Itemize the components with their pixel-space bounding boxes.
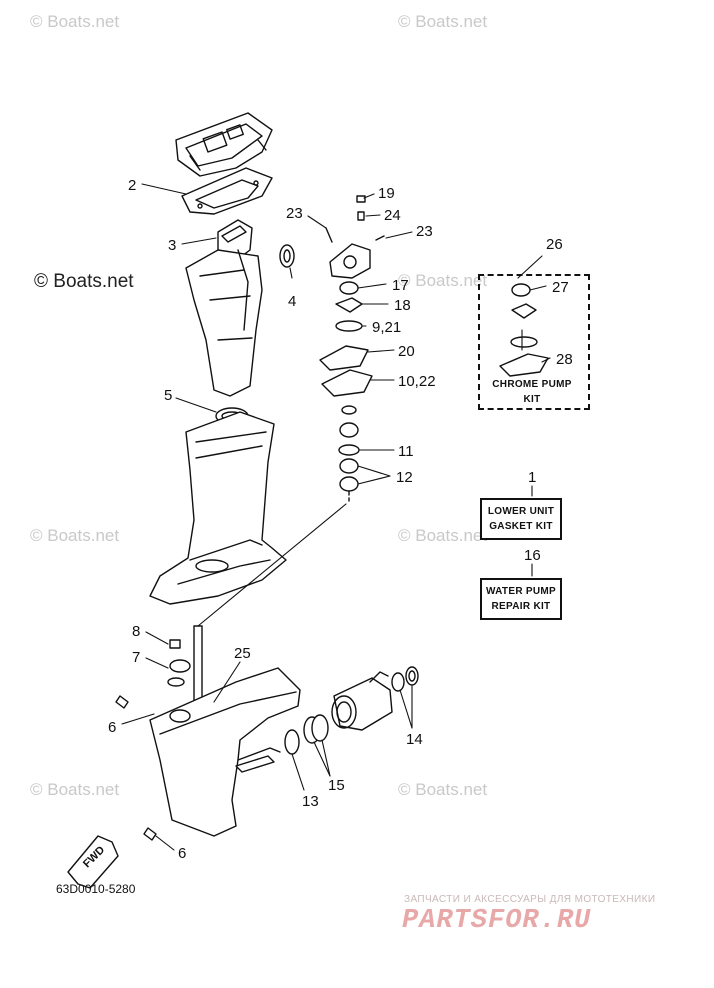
chrome-pump-kit-label: CHROME PUMP KIT <box>484 379 580 405</box>
callout-16: 16 <box>524 547 541 564</box>
gasket-10 <box>321 369 373 397</box>
kit-label-line: REPAIR KIT <box>491 601 551 612</box>
gearcase <box>149 667 301 837</box>
chrome-pump-kit-frame <box>478 274 590 410</box>
impeller <box>335 297 363 313</box>
watermark: © Boats.net <box>30 526 120 545</box>
callout-5: 5 <box>164 387 173 404</box>
mounting-plate <box>175 112 273 177</box>
kit-label-line: GASKET KIT <box>489 521 553 532</box>
brand-tagline: ЗАПЧАСТИ И АКСЕССУАРЫ ДЛЯ МОТОТЕХНИКИ <box>404 894 656 905</box>
gasket-9 <box>335 320 363 332</box>
callout-15: 15 <box>328 777 345 794</box>
callout-1: 1 <box>528 469 537 486</box>
gasket-2 <box>181 167 273 215</box>
outer-plate <box>319 345 369 371</box>
watermark: © Boats.net <box>30 12 120 31</box>
fwd-arrow <box>67 835 119 889</box>
upper-casing <box>185 249 263 397</box>
callout-7: 7 <box>132 649 141 666</box>
callout-12: 12 <box>396 469 413 486</box>
callout-3: 3 <box>168 237 177 254</box>
seal-14 <box>391 672 405 692</box>
water-pump-repair-kit-box: WATER PUMP REPAIR KIT <box>480 578 562 620</box>
callout-10-22: 10,22 <box>398 373 436 390</box>
callout-24: 24 <box>384 207 401 224</box>
callout-2: 2 <box>128 177 137 194</box>
watermark: © Boats.net <box>398 271 488 290</box>
callout-4: 4 <box>288 293 297 310</box>
watermark: © Boats.net <box>398 12 488 31</box>
bearing-housing <box>331 671 393 731</box>
watermark: © Boats.net <box>398 526 488 545</box>
callout-23: 23 <box>416 223 433 240</box>
kit-label-line: KIT <box>523 394 541 405</box>
callout-6: 6 <box>178 845 187 862</box>
callout-19: 19 <box>378 185 395 202</box>
seal-4 <box>279 244 295 268</box>
callout-9-21: 9,21 <box>372 319 402 336</box>
callout-26: 26 <box>546 236 563 253</box>
water-pump-housing <box>329 243 371 279</box>
callout-20: 20 <box>398 343 415 360</box>
callout-27: 27 <box>552 279 569 296</box>
callout-11: 11 <box>398 443 414 460</box>
callout-28: 28 <box>556 351 573 368</box>
brand-logo: PARTSFOR.RU <box>402 906 592 936</box>
callout-14: 14 <box>406 731 423 748</box>
insert-cartridge <box>339 281 359 295</box>
watermark: © Boats.net <box>398 780 488 799</box>
callout-18: 18 <box>394 297 411 314</box>
callout-23: 23 <box>286 205 303 222</box>
callout-17: 17 <box>392 277 409 294</box>
callout-6: 6 <box>108 719 117 736</box>
o-ring-13 <box>284 729 300 755</box>
kit-label-line: LOWER UNIT <box>487 506 555 517</box>
kit-label-line: CHROME PUMP <box>492 379 572 390</box>
watermark: © Boats.net <box>34 271 134 292</box>
kit-label-line: WATER PUMP <box>485 586 557 597</box>
callout-25: 25 <box>234 645 251 662</box>
watermark: © Boats.net <box>30 780 120 799</box>
diagram-code: 63D0010-5280 <box>56 882 136 896</box>
lower-casing <box>149 411 287 605</box>
callout-13: 13 <box>302 793 319 810</box>
oil-seal-12 <box>339 458 359 474</box>
lower-unit-gasket-kit-box: LOWER UNIT GASKET KIT <box>480 498 562 540</box>
o-ring-11 <box>338 444 360 456</box>
callout-8: 8 <box>132 623 141 640</box>
